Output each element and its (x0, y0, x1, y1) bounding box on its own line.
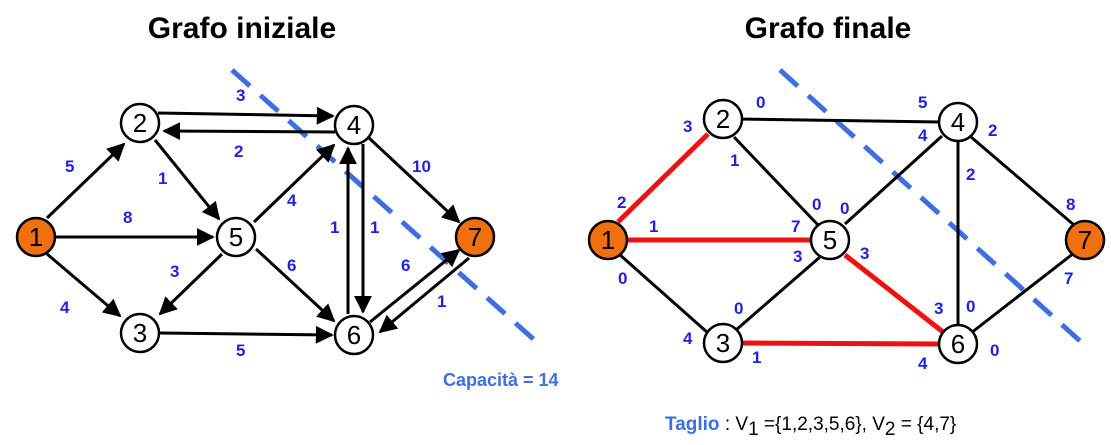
res-4-7-a: 2 (988, 121, 997, 140)
res-5-6-b: 3 (934, 299, 943, 318)
weight-1-5: 8 (123, 208, 132, 227)
res-1-5-b: 7 (791, 217, 800, 236)
edge-1-3 (46, 252, 122, 318)
res-2-5-b: 0 (812, 195, 821, 214)
node-1: 1 (587, 219, 629, 261)
node-5: 5 (809, 219, 851, 261)
res-2-4-b: 5 (918, 93, 927, 112)
edge-4-7 (367, 136, 461, 224)
res-1-2-a: 2 (617, 193, 626, 212)
weight-1-3: 4 (60, 298, 70, 317)
edge-2-4 (737, 117, 941, 124)
svg-text:4: 4 (347, 110, 361, 140)
cut-caption: Taglio : V1 ={1,2,3,5,6}, V2 = {4,7} (665, 414, 956, 440)
node-7: 7 (454, 216, 496, 258)
res-5-6-a: 3 (860, 244, 869, 263)
edge-1-3 (618, 252, 709, 335)
res-1-3-b: 4 (683, 329, 693, 348)
node-4: 4 (937, 101, 979, 143)
node-3: 3 (702, 322, 744, 364)
node-1: 1 (15, 216, 57, 258)
weight-4-2: 2 (234, 142, 243, 161)
res-5-3-b: 0 (734, 299, 743, 318)
final-graph: 2 3 1 7 0 4 0 5 1 0 0 4 3 0 3 3 1 4 2 0 … (587, 68, 1106, 440)
svg-text:2: 2 (716, 104, 730, 134)
res-3-6-a: 1 (752, 348, 761, 367)
edge-2-4 (157, 106, 335, 125)
svg-text:1: 1 (29, 222, 43, 252)
weight-5-3: 3 (170, 262, 179, 281)
edge-3-6 (159, 325, 334, 344)
res-4-6-b: 0 (966, 297, 975, 316)
weight-4-6: 1 (370, 218, 379, 237)
res-3-6-b: 4 (918, 354, 928, 373)
res-5-4-a: 0 (840, 199, 849, 218)
weight-2-4: 3 (236, 86, 245, 105)
res-1-2-b: 3 (683, 117, 692, 136)
svg-text:3: 3 (716, 328, 730, 358)
weight-7-6: 1 (437, 292, 446, 311)
weight-5-4: 4 (287, 191, 297, 210)
svg-text:6: 6 (347, 320, 361, 350)
res-1-3-a: 0 (618, 269, 627, 288)
edge-6-7 (970, 251, 1075, 335)
edge-5-3 (158, 252, 224, 316)
edge-7-6 (378, 256, 470, 334)
cut-edge-1-2 (616, 132, 710, 224)
node-2: 2 (119, 102, 161, 144)
node-4: 4 (333, 104, 375, 146)
weight-1-2: 5 (65, 157, 74, 176)
svg-text:1: 1 (601, 225, 615, 255)
weight-2-5: 1 (158, 169, 167, 188)
res-4-6-a: 2 (966, 165, 975, 184)
svg-text:3: 3 (133, 318, 147, 348)
edge-2-5 (732, 135, 820, 227)
svg-text:6: 6 (951, 329, 965, 359)
title-final-graph: Grafo finale (745, 12, 912, 45)
edge-1-2 (45, 142, 126, 220)
weight-6-4: 1 (330, 218, 339, 237)
node-3: 3 (119, 312, 161, 354)
node-6: 6 (333, 314, 375, 356)
node-6: 6 (937, 323, 979, 365)
svg-text:4: 4 (951, 107, 965, 137)
cut-line-left (230, 68, 542, 347)
weight-6-7: 6 (401, 256, 410, 275)
edge-4-2 (162, 122, 336, 141)
title-initial-graph: Grafo iniziale (148, 12, 336, 45)
res-2-4-a: 0 (756, 93, 765, 112)
svg-text:5: 5 (229, 222, 243, 252)
res-6-7-a: 0 (990, 341, 999, 360)
initial-graph: 5 8 4 3 2 1 4 3 6 5 1 1 10 6 1 1 2 3 4 (15, 68, 559, 390)
edge-5-3 (735, 255, 821, 332)
cut-line-right (778, 68, 1092, 352)
res-4-7-b: 8 (1066, 195, 1075, 214)
svg-text:5: 5 (823, 225, 837, 255)
capacity-caption: Capacità = 14 (443, 370, 559, 390)
node-2: 2 (702, 98, 744, 140)
res-5-3-a: 3 (793, 247, 802, 266)
weight-4-7: 10 (412, 157, 431, 176)
res-6-7-b: 7 (1064, 269, 1073, 288)
node-5: 5 (215, 216, 257, 258)
weight-5-6: 6 (287, 256, 296, 275)
node-7: 7 (1064, 219, 1106, 261)
cut-edge-3-6 (740, 340, 940, 347)
edge-4-7 (970, 135, 1075, 227)
res-1-5-a: 1 (649, 217, 658, 236)
edge-6-7 (369, 248, 461, 324)
weight-3-6: 5 (236, 341, 245, 360)
svg-text:7: 7 (468, 222, 482, 252)
edge-5-4 (843, 134, 944, 226)
res-2-5-a: 1 (730, 151, 739, 170)
edge-2-5 (153, 139, 221, 221)
cut-edge-5-6 (843, 253, 945, 334)
res-5-4-b: 4 (918, 126, 928, 145)
edge-5-4 (252, 143, 336, 224)
svg-text:7: 7 (1078, 225, 1092, 255)
edge-5-6 (254, 247, 336, 323)
svg-text:2: 2 (133, 108, 147, 138)
